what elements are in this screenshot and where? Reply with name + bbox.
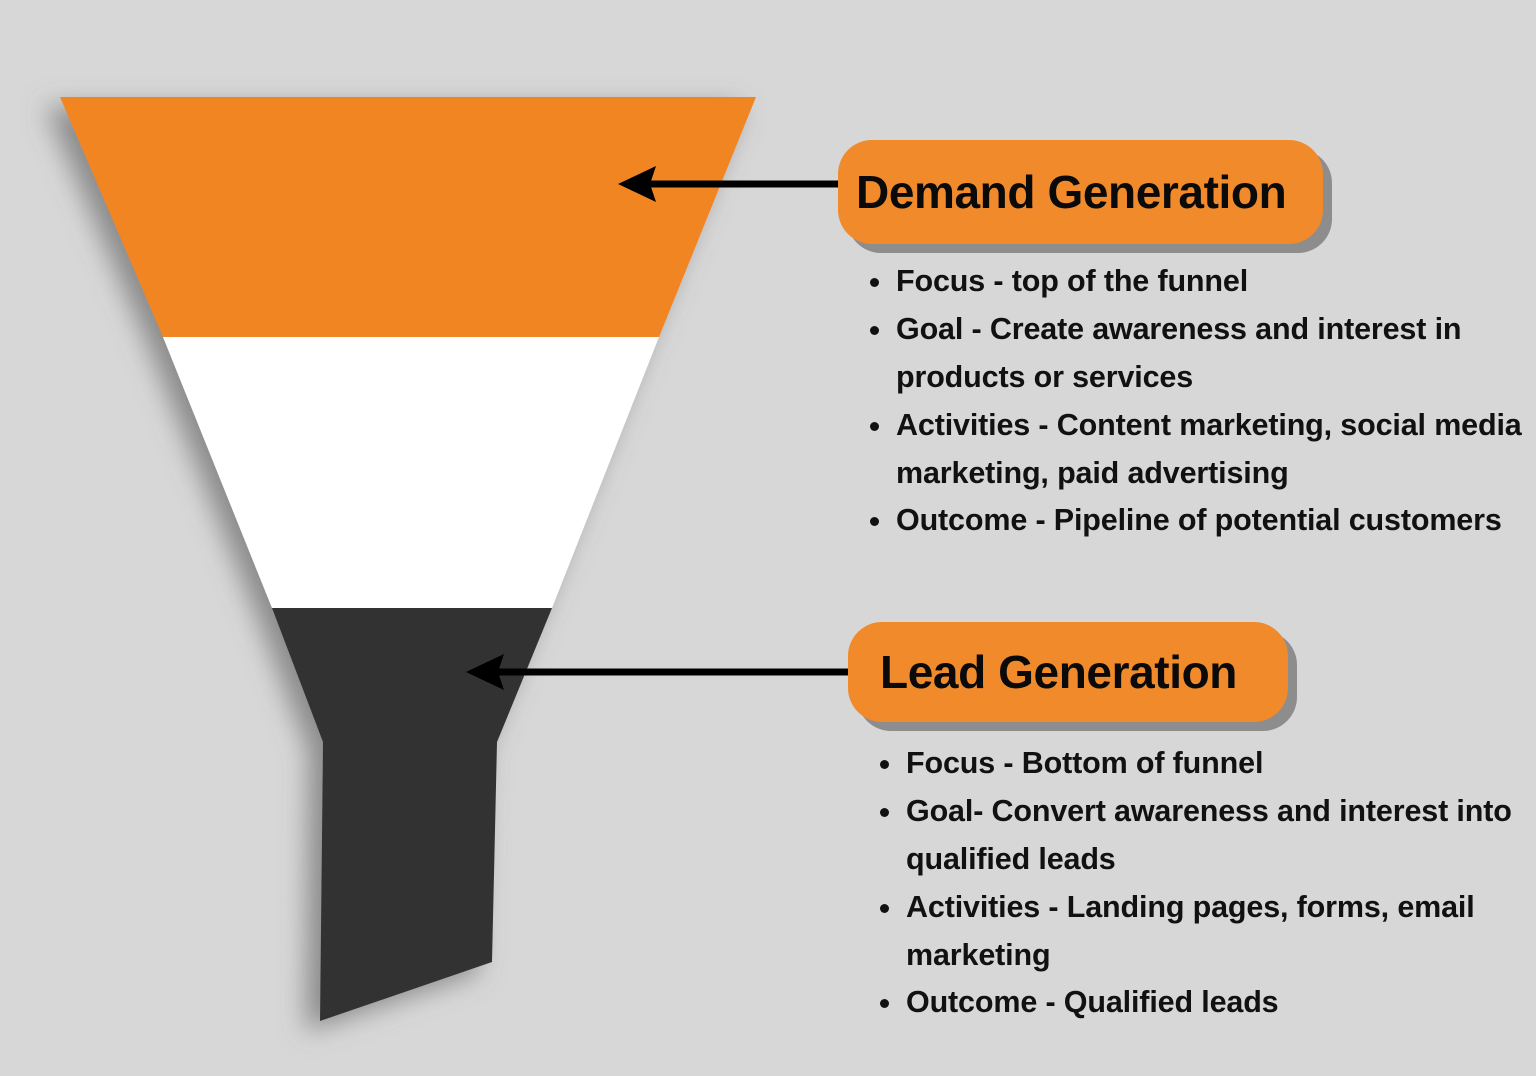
list-item: Outcome - Qualified leads xyxy=(880,979,1526,1027)
lead-generation-bullet-list: Focus - Bottom of funnel Goal- Convert a… xyxy=(850,740,1526,1027)
badge-lead-generation[interactable]: Lead Generation xyxy=(848,622,1288,722)
funnel-segment-bottom xyxy=(272,608,552,1021)
content-column: Demand Generation Focus - top of the fun… xyxy=(828,0,1536,1076)
funnel-graphic xyxy=(60,97,756,1021)
list-item: Focus - top of the funnel xyxy=(870,258,1536,306)
funnel-body xyxy=(60,97,756,1021)
badge-demand-generation-label: Demand Generation xyxy=(856,166,1287,218)
list-item: Focus - Bottom of funnel xyxy=(880,740,1526,788)
list-item: Activities - Content marketing, social m… xyxy=(870,402,1536,498)
badge-demand-generation[interactable]: Demand Generation xyxy=(838,140,1323,244)
funnel-svg xyxy=(60,97,756,1021)
list-item: Activities - Landing pages, forms, email… xyxy=(880,884,1526,980)
funnel-segment-middle xyxy=(163,337,659,608)
funnel-segment-top xyxy=(60,97,756,337)
list-item: Goal- Convert awareness and interest int… xyxy=(880,788,1526,884)
demand-generation-bullet-list: Focus - top of the funnel Goal - Create … xyxy=(840,258,1536,545)
badge-lead-generation-label: Lead Generation xyxy=(880,646,1237,698)
list-item: Goal - Create awareness and interest in … xyxy=(870,306,1536,402)
list-item: Outcome - Pipeline of potential customer… xyxy=(870,497,1536,545)
